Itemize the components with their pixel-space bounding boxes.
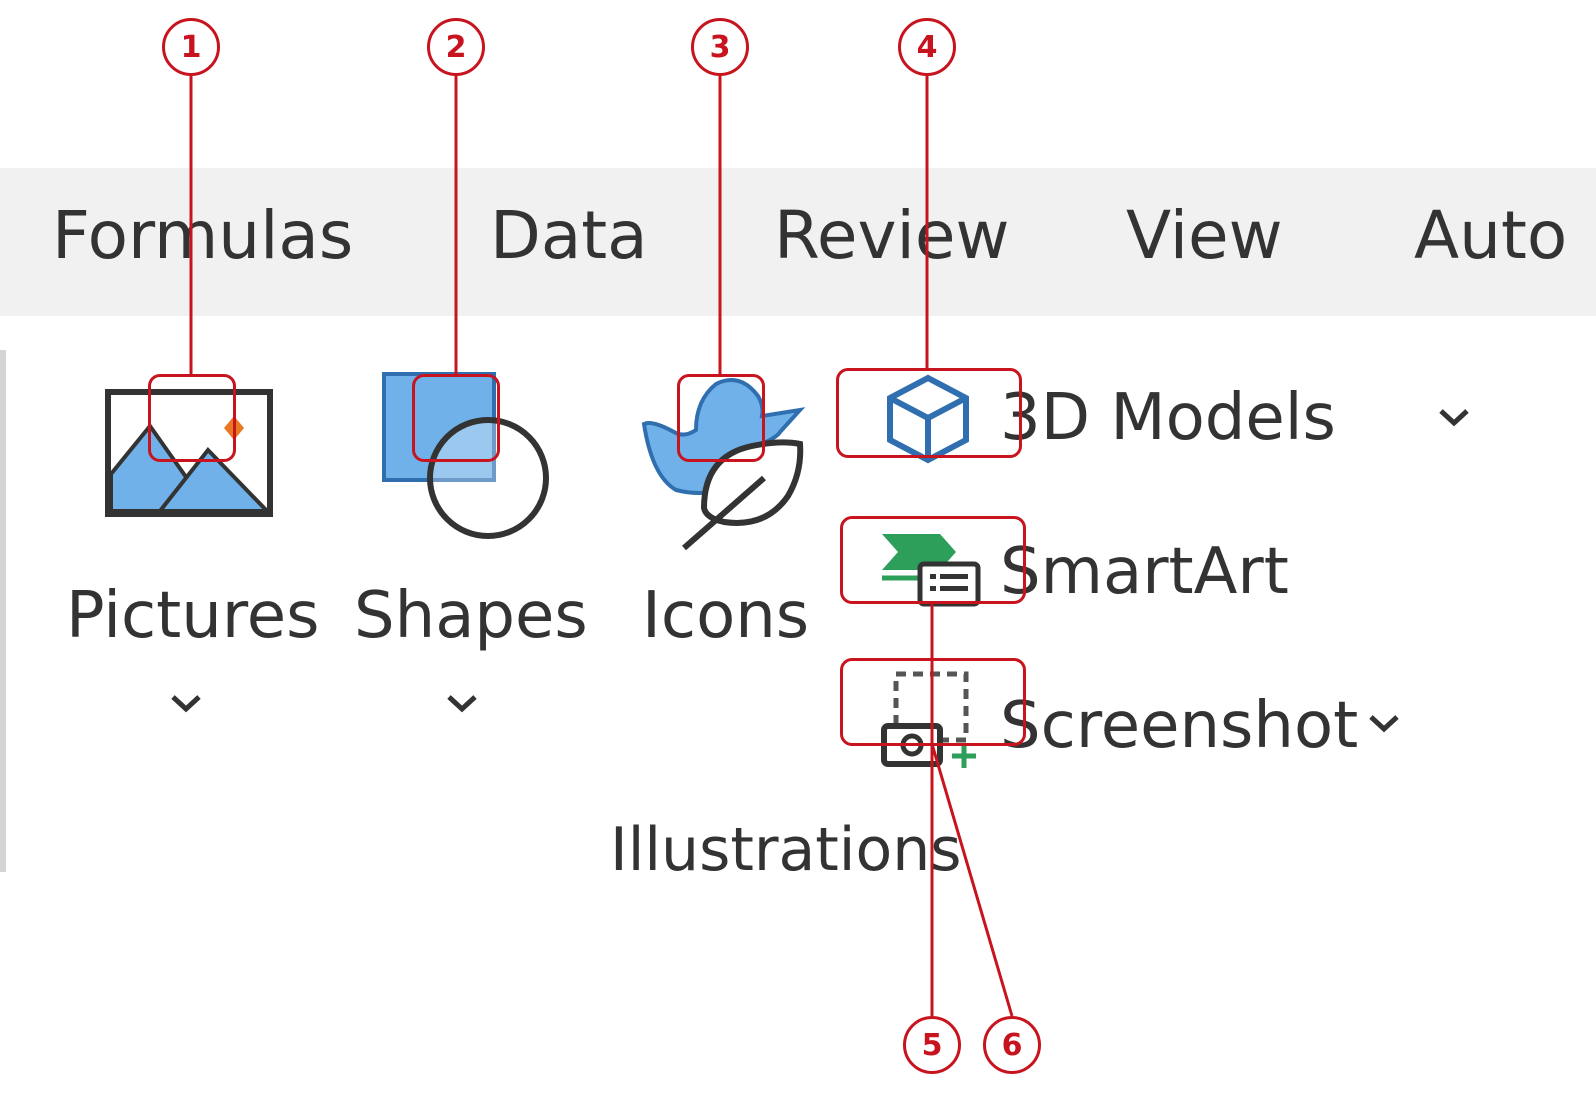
3d-models-label: 3D Models <box>1000 381 1336 455</box>
tab-review[interactable]: Review <box>774 197 1010 274</box>
highlight-box-2 <box>412 374 500 462</box>
chevron-down-icon[interactable] <box>1368 714 1400 734</box>
highlight-box-3 <box>677 374 765 462</box>
callout-badge: 4 <box>898 18 956 76</box>
smartart-label: SmartArt <box>1000 535 1289 609</box>
callout-badge: 3 <box>691 18 749 76</box>
shapes-icon <box>382 372 549 539</box>
icons-duck-leaf-icon <box>641 378 806 551</box>
ribbon-group-divider <box>0 350 6 872</box>
cube-3d-icon <box>887 374 969 464</box>
shapes-label: Shapes <box>354 579 588 653</box>
picture-icon <box>105 389 273 517</box>
callout-badge: 1 <box>162 18 220 76</box>
callout-badge: 2 <box>427 18 485 76</box>
chevron-down-icon[interactable] <box>1438 408 1470 428</box>
icons-label: Icons <box>642 579 810 653</box>
highlight-box-4 <box>836 368 1022 458</box>
tab-view[interactable]: View <box>1126 197 1283 274</box>
group-label-illustrations: Illustrations <box>610 815 962 885</box>
highlight-box-5 <box>840 516 1026 604</box>
chevron-down-icon[interactable] <box>170 694 202 714</box>
callout-badge: 5 <box>903 1016 961 1074</box>
highlight-box-6 <box>840 658 1026 746</box>
highlight-box-1 <box>148 374 236 462</box>
ribbon-tab-bar <box>0 168 1596 316</box>
screenshot-label: Screenshot <box>1000 689 1359 763</box>
tab-formulas[interactable]: Formulas <box>52 197 354 274</box>
tab-automate[interactable]: Auto <box>1414 197 1568 274</box>
tab-data[interactable]: Data <box>490 197 648 274</box>
smartart-icon <box>882 534 981 607</box>
callout-badge: 6 <box>983 1016 1041 1074</box>
chevron-down-icon[interactable] <box>446 694 478 714</box>
pictures-label: Pictures <box>66 579 320 653</box>
